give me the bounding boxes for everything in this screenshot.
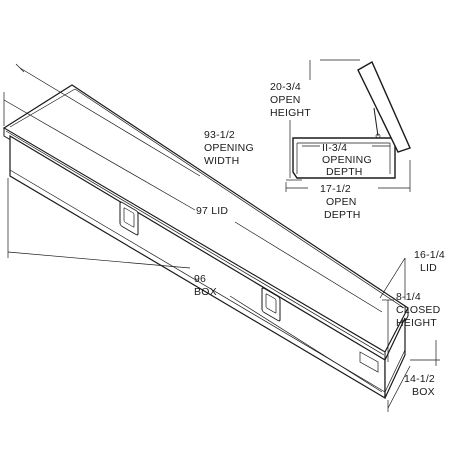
box-depth-value: 14-1/2	[404, 373, 435, 385]
open-lid-inset	[285, 59, 411, 192]
lid-depth-leader	[379, 257, 406, 299]
open-height-value: 20-3/4	[270, 81, 301, 93]
inset-gas-strut	[373, 107, 379, 137]
lid-rim-left	[9, 88, 76, 128]
closed-height-label-2: HEIGHT	[396, 317, 437, 329]
box-length-leader-left	[7, 251, 191, 269]
open-depth-value: 17-1/2	[320, 183, 351, 195]
opening-depth-value: II-3/4	[322, 142, 347, 154]
main-dimension-lines	[3, 63, 440, 412]
dimension-labels: 93-1/2 OPENING WIDTH 97 LID 96 BOX 20-3/…	[194, 81, 445, 398]
lid-length-leader-right	[234, 221, 383, 313]
latch-right	[261, 287, 281, 322]
open-depth-label-2: DEPTH	[324, 209, 361, 221]
toolbox-main-drawing	[2, 84, 409, 400]
opening-width-tick	[15, 63, 25, 73]
opening-width-label-1: OPENING	[204, 142, 254, 154]
box-bottom-chamfer-end	[384, 349, 406, 393]
box-length-value: 96	[194, 273, 206, 285]
lid-length-label: 97 LID	[196, 205, 228, 217]
box-depth-unit: BOX	[412, 386, 435, 398]
inset-strut-pivot	[375, 133, 381, 139]
lid-depth-value: 16-1/4	[414, 249, 445, 261]
box-depth-leader	[387, 365, 411, 409]
opening-width-leader	[19, 67, 201, 177]
lid-rim-back	[74, 88, 405, 309]
lid-length-leader-left	[3, 99, 196, 211]
opening-width-label-2: WIDTH	[204, 155, 239, 167]
closed-height-label-1: CLOSED	[396, 304, 441, 316]
closed-height-value: 8-1/4	[396, 291, 421, 303]
latch-left	[119, 201, 139, 236]
opening-depth-label-2: DEPTH	[326, 166, 363, 178]
lid-edge-line	[5, 130, 385, 356]
open-height-label-2: HEIGHT	[270, 107, 311, 119]
open-depth-label-1: OPEN	[326, 196, 357, 208]
box-length-unit: BOX	[194, 286, 217, 298]
box-length-leader-right	[229, 295, 383, 393]
end-label-plate	[359, 351, 379, 373]
opening-width-value: 93-1/2	[204, 129, 235, 141]
open-height-label-1: OPEN	[270, 94, 301, 106]
inset-open-lid	[357, 61, 411, 153]
lid-depth-unit: LID	[420, 262, 437, 274]
opening-depth-label-1: OPENING	[322, 154, 372, 166]
box-end-face	[384, 317, 406, 399]
box-bottom-chamfer	[9, 169, 386, 393]
